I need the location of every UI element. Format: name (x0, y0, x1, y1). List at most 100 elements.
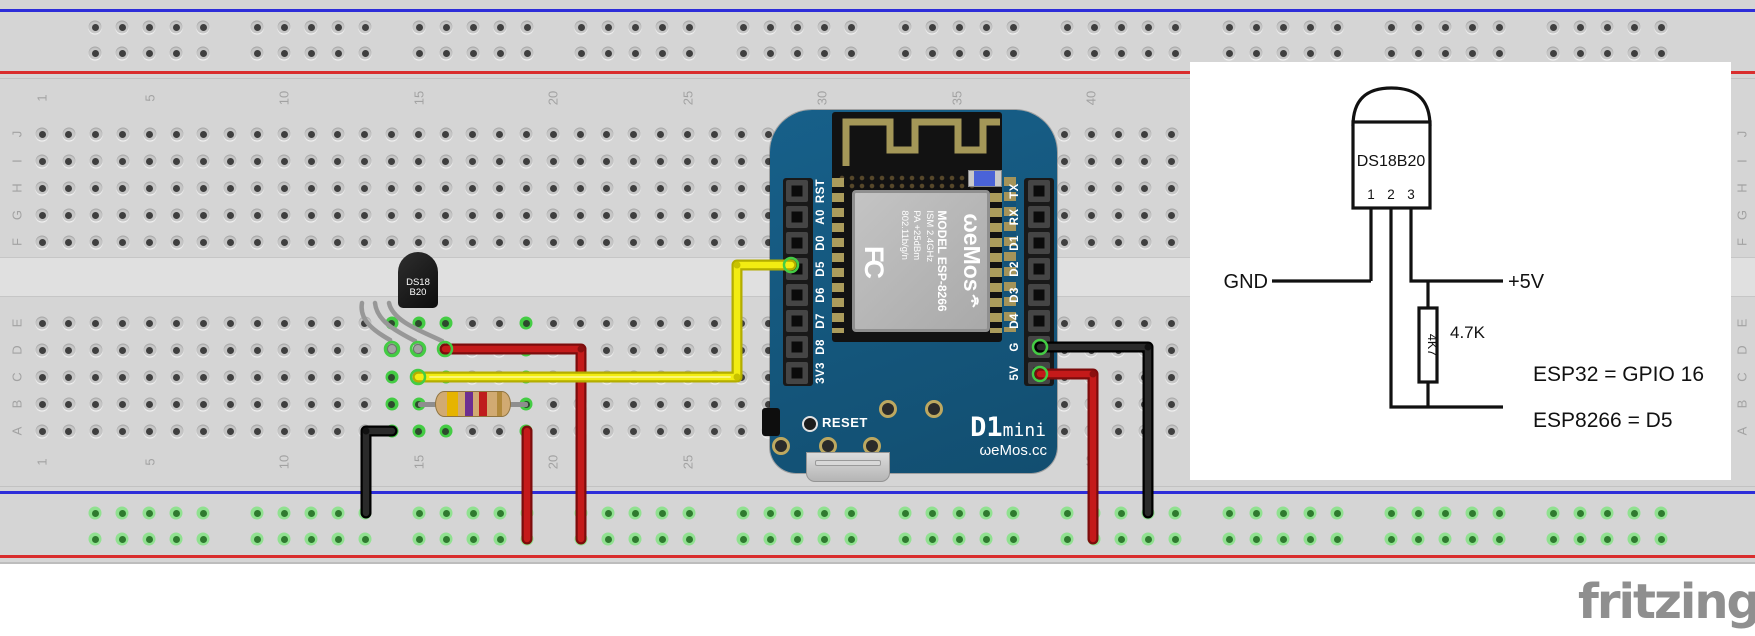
breadboard-hole (62, 208, 76, 222)
breadboard-hole (1111, 316, 1125, 330)
breadboard-hole (196, 181, 210, 195)
breadboard-hole (439, 181, 452, 195)
breadboard-hole (170, 370, 183, 384)
breadboard-hole (492, 181, 506, 195)
breadboard-hole (277, 235, 291, 249)
breadboard-hole (142, 532, 156, 546)
breadboard-hole (88, 20, 102, 34)
breadboard-hole (331, 343, 345, 357)
breadboard-hole (142, 506, 156, 520)
breadboard-hole (734, 424, 748, 438)
breadboard-hole (277, 127, 291, 141)
breadboard-hole (304, 208, 318, 222)
breadboard-hole (116, 424, 130, 438)
breadboard-hole (116, 397, 130, 411)
wire-data-yellow[interactable] (412, 259, 797, 383)
breadboard-hole (35, 127, 49, 141)
breadboard-hole (304, 154, 318, 168)
breadboard-hole (223, 154, 237, 168)
breadboard-hole (62, 316, 76, 330)
breadboard-hole (1165, 208, 1179, 222)
breadboard-hole (708, 235, 721, 249)
breadboard-hole (681, 343, 695, 357)
breadboard-hole (439, 424, 452, 438)
wire-ground-black-sensor[interactable] (360, 425, 398, 519)
breadboard-hole (600, 343, 614, 357)
breadboard-hole (143, 181, 157, 195)
breadboard-hole (89, 316, 103, 330)
breadboard-hole (681, 316, 695, 330)
divider-line-top (0, 78, 1755, 79)
breadboard-hole (439, 154, 452, 168)
breadboard-hole (546, 397, 560, 411)
breadboard-hole (35, 316, 49, 330)
breadboard-hole (734, 397, 748, 411)
breadboard-hole (304, 343, 318, 357)
breadboard-hole (546, 316, 560, 330)
breadboard-hole (654, 343, 668, 357)
top-negative-rail-line (0, 9, 1755, 12)
breadboard-hole (143, 424, 157, 438)
breadboard-hole (654, 208, 668, 222)
breadboard-hole (196, 316, 210, 330)
breadboard-hole (358, 397, 372, 411)
breadboard-hole (734, 154, 748, 168)
breadboard-hole (223, 397, 237, 411)
breadboard-hole (170, 316, 183, 330)
breadboard-hole (1138, 235, 1152, 249)
breadboard-hole (1165, 424, 1179, 438)
breadboard-hole (62, 343, 76, 357)
breadboard-hole (734, 208, 748, 222)
breadboard-hole (116, 181, 130, 195)
breadboard-hole (627, 208, 641, 222)
breadboard-hole (734, 127, 748, 141)
breadboard-hole (35, 370, 49, 384)
breadboard-hole (277, 208, 291, 222)
breadboard-hole (277, 181, 291, 195)
breadboard-hole (492, 316, 506, 330)
breadboard-hole (519, 154, 533, 168)
breadboard-hole (1165, 397, 1179, 411)
ds18b20-sensor[interactable]: DS18 B20 (398, 252, 438, 308)
breadboard-hole (439, 127, 452, 141)
breadboard-hole (412, 181, 426, 195)
breadboard-hole (1111, 235, 1125, 249)
breadboard-hole (412, 208, 426, 222)
breadboard-hole (143, 397, 157, 411)
breadboard-hole (223, 424, 237, 438)
breadboard-hole (546, 181, 560, 195)
breadboard-hole (304, 235, 318, 249)
breadboard-hole (88, 532, 102, 546)
breadboard-hole (196, 154, 210, 168)
breadboard-hole (89, 424, 103, 438)
wire-power-red-board[interactable] (1034, 368, 1099, 545)
breadboard-hole (573, 235, 587, 249)
breadboard-hole (1111, 424, 1125, 438)
breadboard-hole (89, 370, 103, 384)
breadboard-hole (142, 20, 156, 34)
breadboard-hole (627, 397, 641, 411)
breadboard-hole (116, 235, 130, 249)
breadboard-hole (627, 127, 641, 141)
breadboard-hole (277, 316, 291, 330)
breadboard-hole (1084, 154, 1098, 168)
breadboard-hole (600, 316, 614, 330)
breadboard-hole (627, 181, 641, 195)
breadboard-hole (600, 208, 614, 222)
breadboard-hole (304, 181, 318, 195)
breadboard-hole (385, 127, 399, 141)
breadboard-hole (385, 397, 399, 411)
breadboard-hole (465, 235, 479, 249)
breadboard-hole (1084, 235, 1098, 249)
breadboard-hole (1057, 127, 1071, 141)
breadboard-hole (304, 127, 318, 141)
breadboard-hole (654, 397, 668, 411)
breadboard-hole (546, 235, 560, 249)
breadboard-hole (35, 235, 49, 249)
breadboard-hole (573, 127, 587, 141)
breadboard-hole (627, 235, 641, 249)
breadboard-hole (88, 506, 102, 520)
breadboard-hole (600, 397, 614, 411)
breadboard-hole (143, 343, 157, 357)
